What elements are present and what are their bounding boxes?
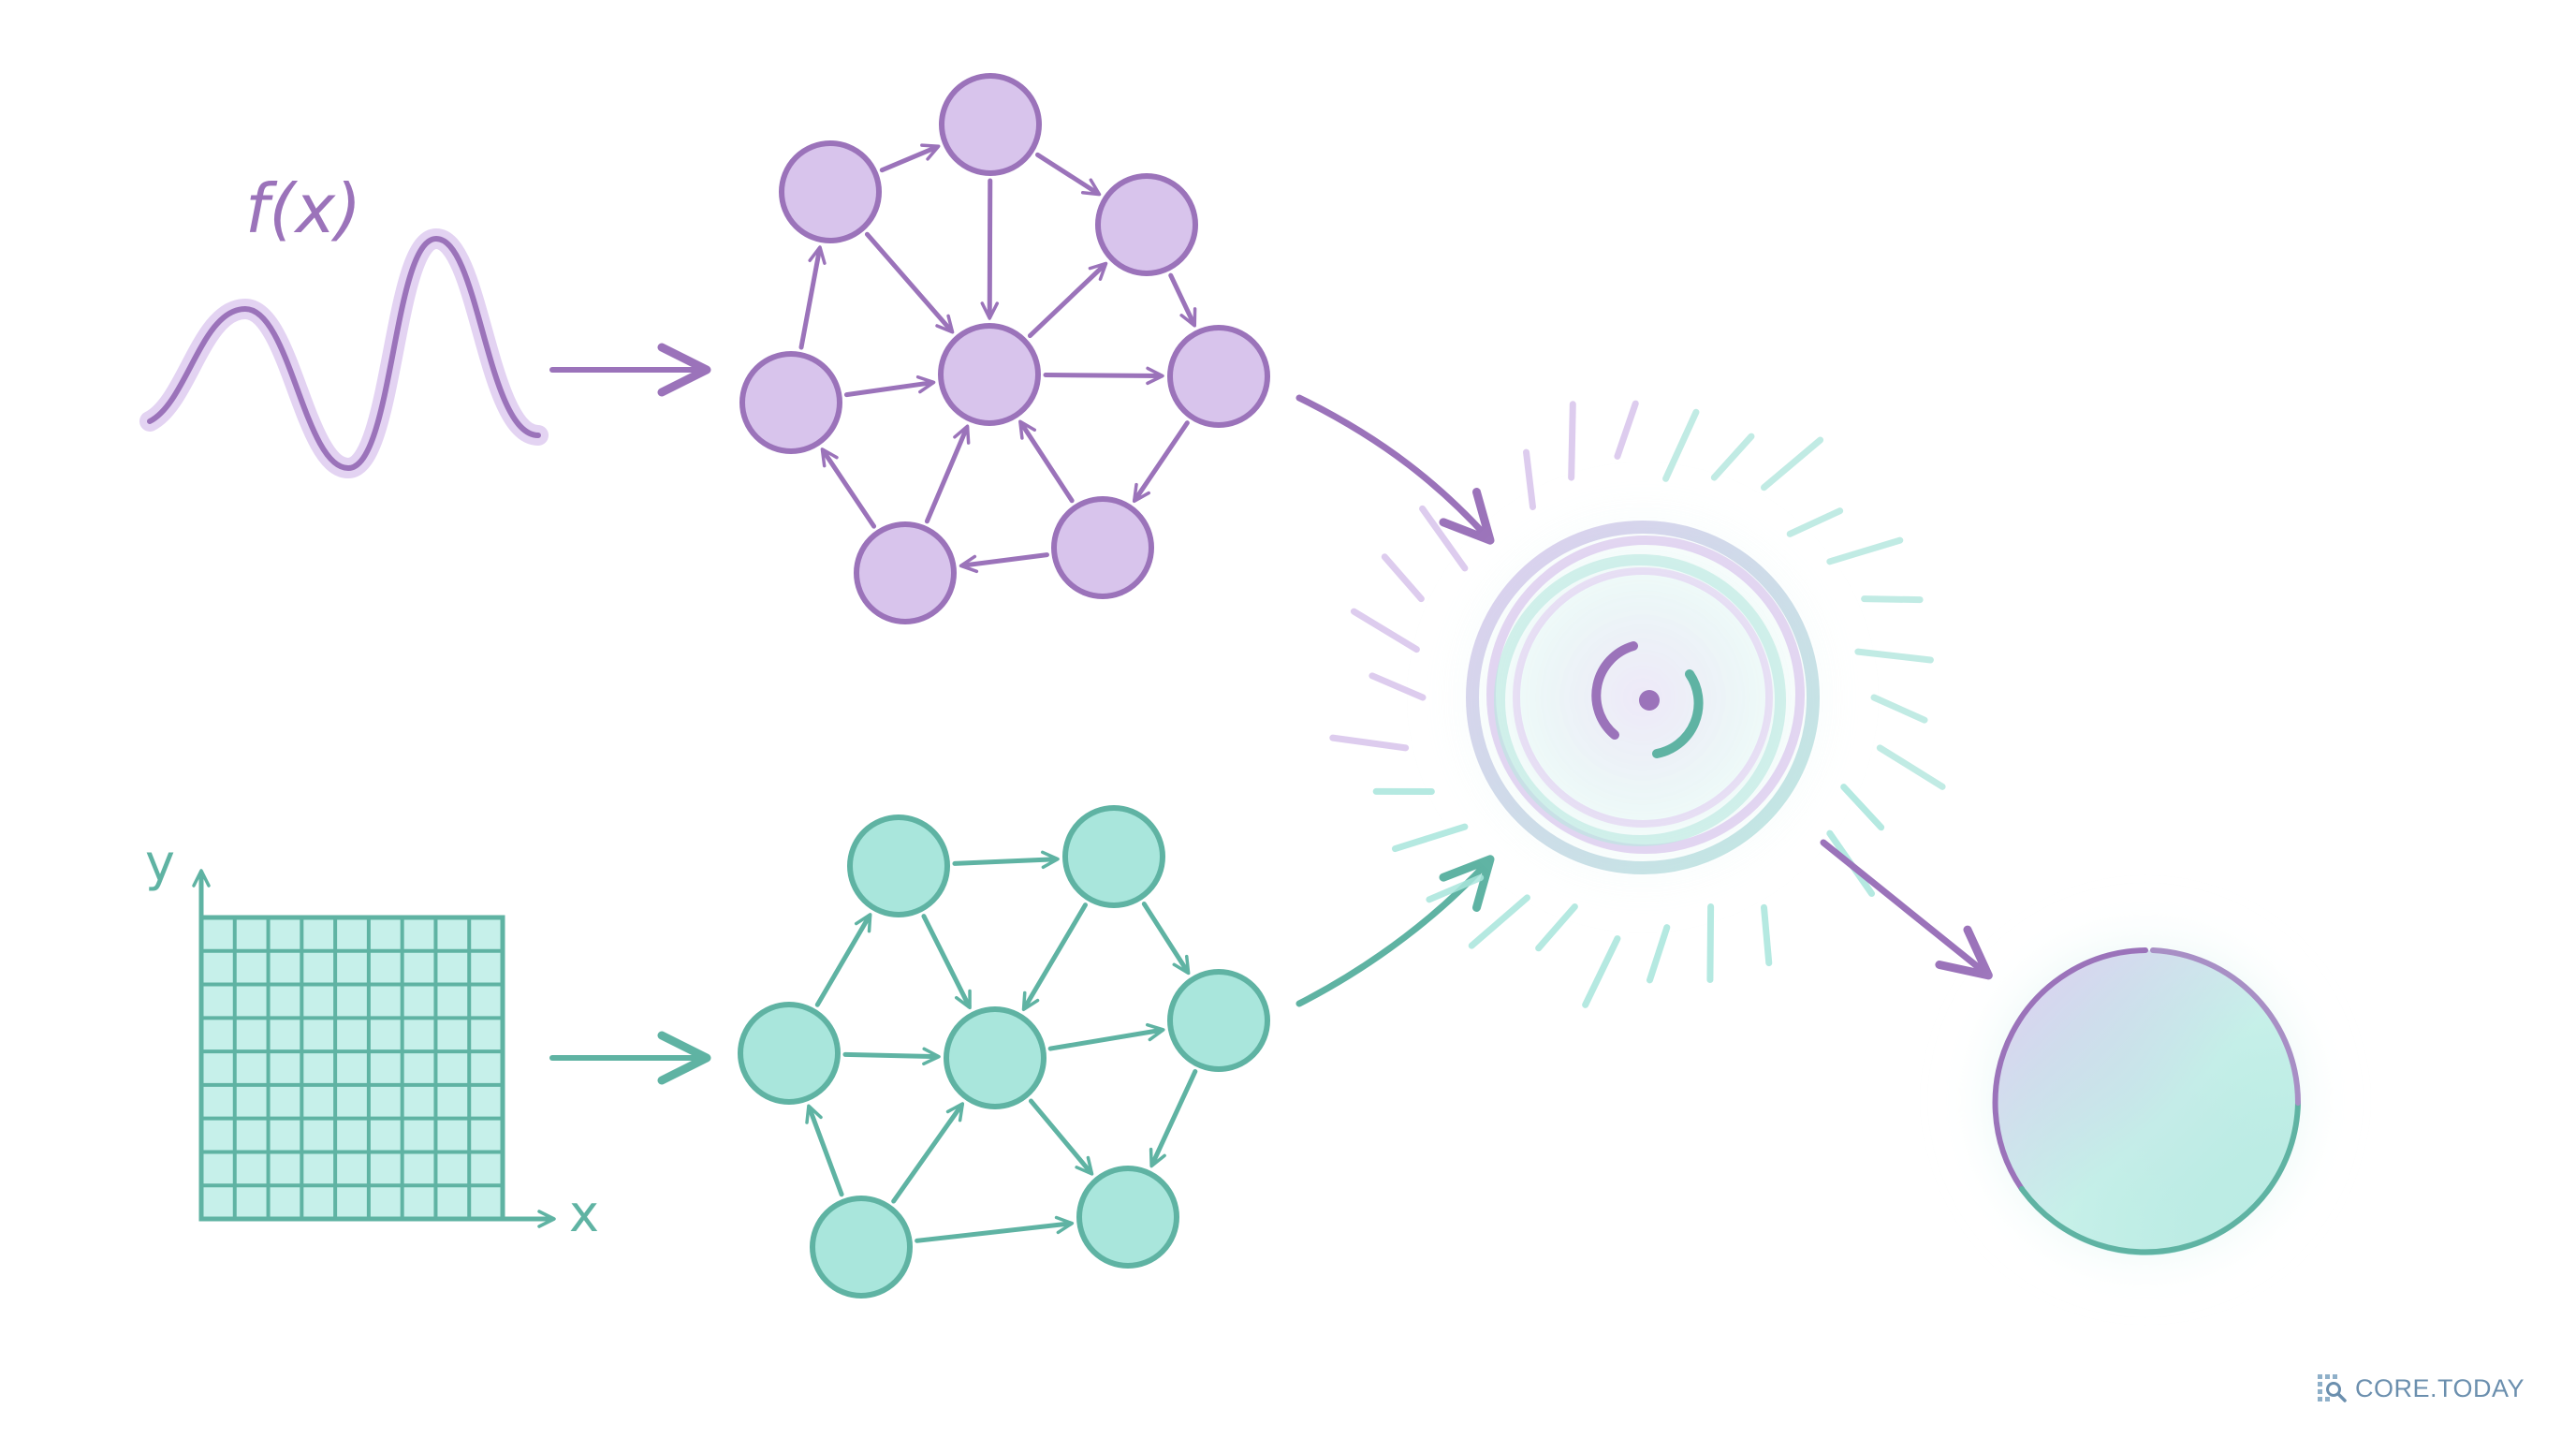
- teal-network-edge: [1028, 1098, 1094, 1176]
- output-node: [1944, 899, 2347, 1301]
- fusion-ray: [1468, 894, 1530, 949]
- purple-network-edge: [798, 245, 827, 350]
- purple-network-edge: [820, 448, 877, 529]
- axis-y-label: y: [145, 833, 175, 892]
- teal-network-edge: [1021, 902, 1088, 1012]
- function-input: f(x): [139, 169, 549, 479]
- fusion-ray: [1368, 672, 1427, 701]
- grid-input: y x: [145, 833, 599, 1243]
- sine-wave-icon: [139, 227, 549, 479]
- axis-x-label: x: [569, 1184, 599, 1243]
- grid-icon: [198, 915, 505, 1222]
- teal-network-node: [738, 1002, 841, 1105]
- fusion-ray: [1786, 507, 1844, 537]
- purple-network-node: [938, 323, 1041, 426]
- grid-lines: [201, 917, 503, 1219]
- fusion-ray: [1614, 400, 1639, 460]
- fusion-ray: [1710, 433, 1755, 481]
- fusion-node: [1329, 400, 1946, 1008]
- purple-network-node: [1051, 496, 1154, 599]
- fusion-ray: [1391, 823, 1469, 853]
- fusion-to-output-arrow: [1820, 839, 1993, 980]
- teal-network-node: [847, 814, 950, 917]
- teal-network-edge: [814, 913, 872, 1007]
- watermark: CORE.TODAY: [2316, 1372, 2525, 1404]
- teal-network-edge: [1141, 902, 1191, 976]
- purple-network-node: [854, 521, 957, 624]
- fusion-ray: [1826, 536, 1904, 565]
- purple-network-node: [939, 73, 1042, 176]
- fusion-ray: [1350, 608, 1420, 653]
- fusion-ray: [1662, 408, 1700, 482]
- purple-network-edge: [1018, 419, 1075, 504]
- purple-network-edge: [864, 231, 955, 334]
- purple-network: [739, 73, 1270, 624]
- teal-network-edge: [891, 1102, 965, 1204]
- teal-network-node: [944, 1006, 1046, 1109]
- grid-magnifier-icon: [2318, 1374, 2347, 1402]
- fusion-ray: [1761, 436, 1824, 492]
- fusion-ray: [1523, 448, 1536, 510]
- function-label: f(x): [245, 169, 361, 248]
- purple-network-node: [739, 351, 842, 454]
- fusion-ray: [1854, 648, 1934, 664]
- fusion-ray: [1329, 734, 1410, 752]
- sphere-icon: [1993, 950, 2298, 1255]
- purple-network-edge: [1043, 366, 1164, 386]
- purple-network-edge: [980, 178, 1000, 320]
- teal-network-edge: [1149, 1068, 1198, 1168]
- fusion-ray: [1840, 784, 1885, 831]
- teal-network-node: [1062, 805, 1165, 908]
- purple-network-edge: [843, 374, 936, 398]
- teal-network-edge: [952, 850, 1060, 870]
- fusion-ray: [1706, 902, 1715, 984]
- purple-network-edge: [1168, 272, 1197, 328]
- purple-network-edge: [1132, 420, 1190, 504]
- teal-network-edge: [915, 1215, 1075, 1243]
- purple-network-node: [1095, 173, 1198, 276]
- teal-to-fusion-arrow: [1295, 855, 1495, 1007]
- sine-wave-line: [147, 235, 541, 472]
- teal-network: [738, 805, 1270, 1299]
- purple-network-edge: [924, 424, 971, 524]
- fusion-ray: [1876, 744, 1946, 790]
- fusion-ray: [1535, 902, 1578, 952]
- fusion-ray: [1426, 873, 1485, 903]
- teal-network-node: [1167, 969, 1270, 1072]
- teal-network-node: [810, 1196, 913, 1299]
- swirl-icon: [1466, 521, 1820, 874]
- teal-network-edge: [1047, 1022, 1165, 1051]
- purple-network-edge: [1035, 152, 1102, 197]
- fusion-ray: [1761, 903, 1773, 967]
- fusion-rays: [1329, 400, 1946, 1008]
- fusion-ray: [1861, 595, 1924, 604]
- teal-network-edge: [842, 1047, 941, 1066]
- fusion-ray: [1381, 553, 1425, 603]
- fusion-ray: [1646, 924, 1671, 984]
- fusion-ray: [1419, 505, 1469, 572]
- teal-network-edge: [921, 914, 972, 1010]
- purple-network-edge: [879, 143, 941, 173]
- purple-network-node: [1167, 325, 1270, 428]
- watermark-text: CORE.TODAY: [2355, 1373, 2525, 1402]
- purple-network-edge: [959, 552, 1049, 574]
- teal-network-node: [1076, 1166, 1179, 1269]
- fusion-ray: [1870, 694, 1928, 724]
- fusion-ray: [1568, 401, 1576, 481]
- teal-network-edge: [805, 1104, 844, 1197]
- fusion-ray: [1582, 935, 1621, 1008]
- purple-network-node: [779, 140, 882, 243]
- purple-network-edge: [1027, 261, 1108, 339]
- purple-to-fusion-arrow: [1295, 394, 1495, 545]
